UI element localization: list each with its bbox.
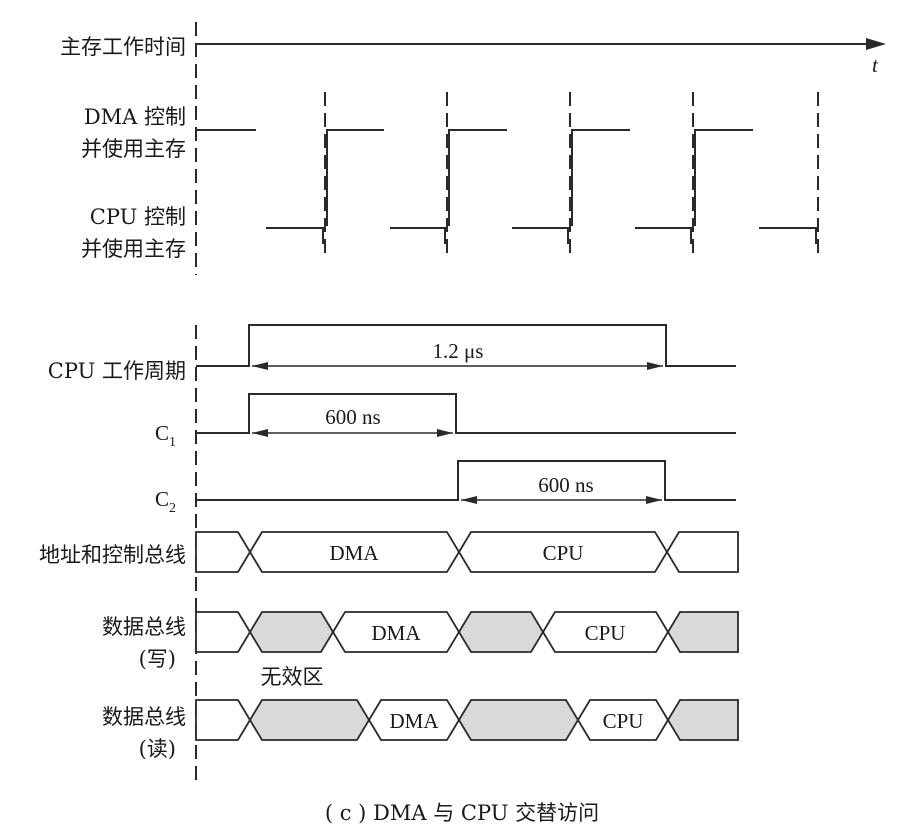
c1-label: C1: [155, 421, 176, 450]
cpu-cycle-waveform: [196, 324, 736, 367]
c1-label-sub: 1: [169, 435, 176, 450]
time-axis-label: t: [872, 53, 879, 77]
c2-arrow-right: [646, 496, 662, 504]
write-dma-segment: [331, 611, 461, 653]
data-bus-read-label-line2: (读): [139, 737, 176, 761]
data-bus-write-label-line2: (写): [139, 647, 176, 671]
cpu-cycle-label: CPU 工作周期: [48, 359, 186, 383]
figure-caption: ( c ) DMA 与 CPU 交替访问: [325, 801, 599, 825]
c1-waveform: [196, 393, 736, 434]
dma-ctrl-label-line1: DMA 控制: [84, 105, 186, 129]
read-dma-segment: [367, 699, 461, 741]
addr-bus-dma-text: DMA: [329, 541, 379, 565]
addr-bus-cpu-text: CPU: [543, 541, 584, 565]
c2-arrow-left: [461, 496, 477, 504]
data-bus-read-waveform: [195, 699, 739, 741]
read-invalid-zone-1: [248, 699, 371, 741]
cpu-ctrl-label-line1: CPU 控制: [90, 205, 186, 229]
data-bus-read-label-line1: 数据总线: [102, 705, 186, 729]
dma-control-waveform: [196, 129, 753, 226]
c2-duration: 600 ns: [538, 473, 593, 497]
addr-bus-dma-segment: [248, 531, 461, 573]
write-invalid-zone-3: [666, 611, 739, 653]
write-invalid-zone-2: [457, 611, 545, 653]
time-axis-arrowhead: [866, 38, 886, 50]
c1-duration: 600 ns: [325, 405, 380, 429]
addr-ctrl-bus-label: 地址和控制总线: [39, 543, 186, 567]
write-cpu-segment: [541, 611, 670, 653]
read-cpu-segment: [576, 699, 670, 741]
read-cpu-text: CPU: [603, 709, 644, 733]
c2-label-base: C: [155, 487, 169, 511]
read-invalid-zone-2: [457, 699, 580, 741]
main-memory-time-label: 主存工作时间: [60, 35, 186, 59]
addr-bus-cpu-segment: [457, 531, 669, 573]
cpu-cycle-duration: 1.2 μs: [433, 339, 484, 363]
c1-label-base: C: [155, 421, 169, 445]
c2-waveform: [196, 460, 736, 501]
c1-arrow-right: [437, 429, 453, 437]
addr-ctrl-bus-waveform: [195, 531, 739, 573]
write-invalid-zone-1: [248, 611, 335, 653]
write-dma-text: DMA: [371, 621, 421, 645]
dma-ctrl-label-line2: 并使用主存: [81, 137, 186, 161]
cpu-cycle-arrow-right: [647, 362, 663, 370]
read-dma-text: DMA: [389, 709, 439, 733]
cpu-ctrl-label-line2: 并使用主存: [81, 237, 186, 261]
c2-label: C2: [155, 487, 176, 516]
data-bus-write-waveform: [195, 611, 739, 653]
invalid-zone-label: 无效区: [261, 665, 324, 689]
write-cpu-text: CPU: [585, 621, 626, 645]
c2-label-sub: 2: [169, 501, 176, 516]
c1-arrow-left: [252, 429, 268, 437]
cpu-cycle-arrow-left: [252, 362, 268, 370]
read-invalid-zone-3: [666, 699, 739, 741]
data-bus-write-label-line1: 数据总线: [102, 615, 186, 639]
cpu-control-waveform: [266, 227, 817, 244]
